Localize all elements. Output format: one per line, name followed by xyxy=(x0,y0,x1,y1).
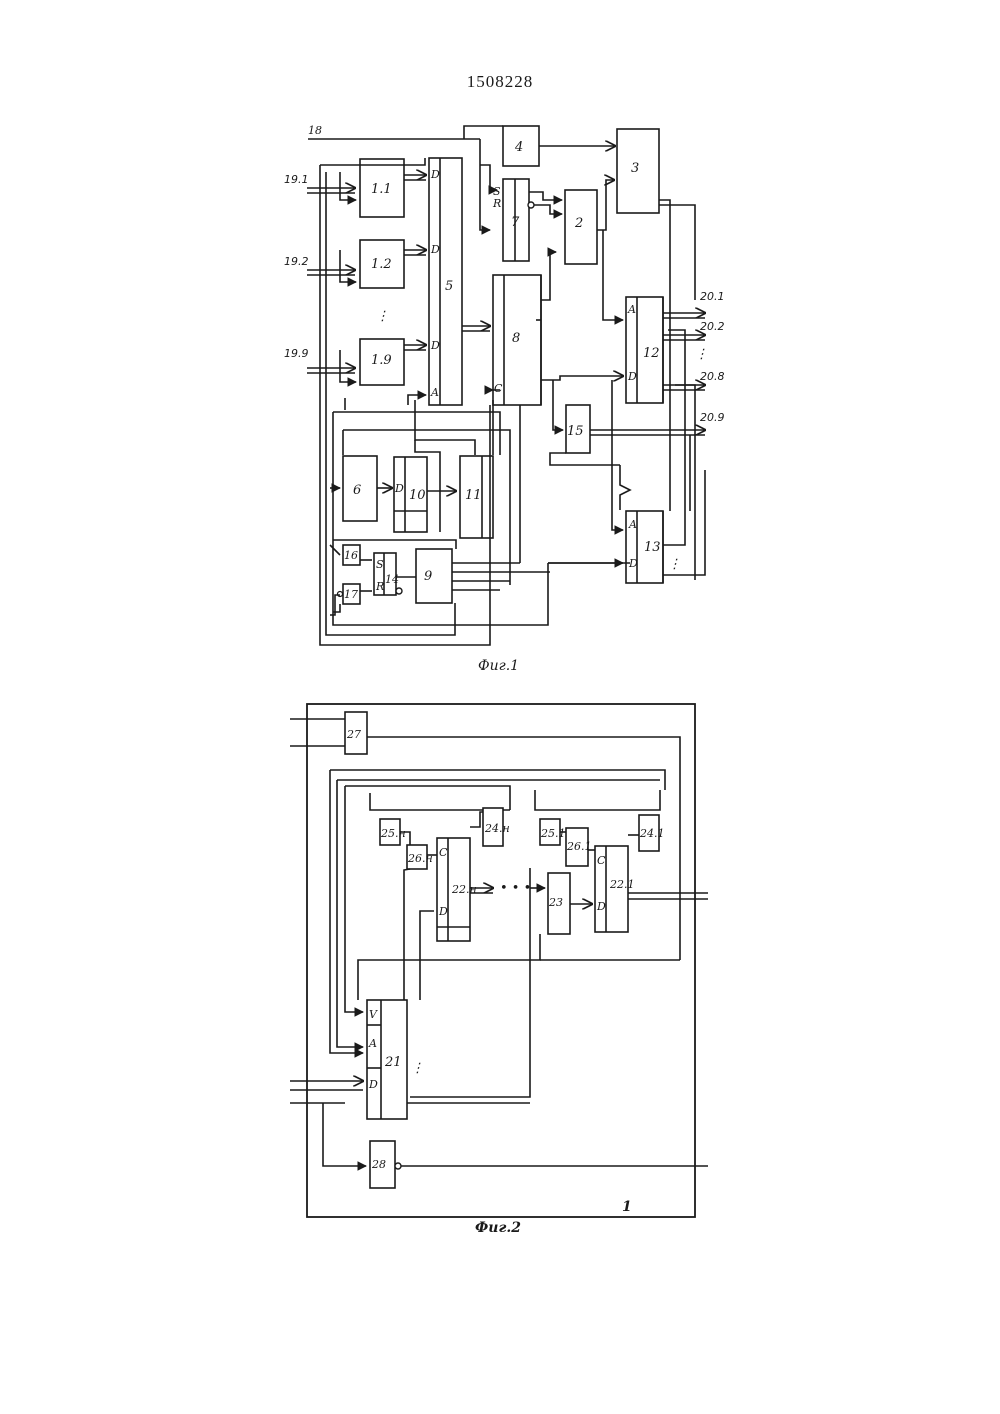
pin-13-A: A xyxy=(628,518,637,531)
signal-20-8-label: 20.8 xyxy=(700,370,725,383)
block-2-label: 2 xyxy=(574,216,583,231)
block-1-2-label: 1.2 xyxy=(371,257,392,272)
block-16-label: 16 xyxy=(344,549,358,562)
block-28-label: 28 xyxy=(371,1158,386,1171)
block-3-label: 3 xyxy=(631,161,639,176)
block-9-label: 9 xyxy=(424,569,432,584)
block-25-n-label: 25.н xyxy=(380,827,406,840)
block-9 xyxy=(416,549,452,603)
figure-1: 18 4 3 S R 7 2 1.1 1.2 ⋮ 1.9 19.1 19 xyxy=(284,124,725,674)
signal-19-9-label: 19.9 xyxy=(284,347,309,360)
pin-12-A: A xyxy=(627,303,636,316)
pin-21-V: V xyxy=(369,1008,378,1021)
pin-221-D: D xyxy=(596,900,606,913)
block-12-label: 12 xyxy=(643,346,660,361)
pin-22n-D: D xyxy=(438,905,448,918)
block-24-1-label: 24.1 xyxy=(639,827,665,840)
block-14-label: 14 xyxy=(385,573,399,586)
wire-7-to-2 xyxy=(534,205,562,214)
block-21-label: 21 xyxy=(384,1055,402,1070)
block-25-1-label: 25.1 xyxy=(540,827,566,840)
figure-1-caption: Фиг.1 xyxy=(478,658,519,674)
block-11-label: 11 xyxy=(465,488,482,503)
block-22-1-label: 22.1 xyxy=(609,878,635,891)
block-27-label: 27 xyxy=(346,728,361,741)
blocks-1-ellipsis: ⋮ xyxy=(376,309,389,324)
signal-20-9-label: 20.9 xyxy=(700,411,725,424)
pin-10-D: D xyxy=(394,482,404,495)
signal-18-label: 18 xyxy=(308,124,322,137)
block-21-ellipsis: ⋮ xyxy=(411,1061,424,1076)
block-1-9-label: 1.9 xyxy=(371,353,392,368)
block-13-label: 13 xyxy=(644,540,661,555)
wire-18-to-4 xyxy=(464,126,503,139)
pin-14-S: S xyxy=(376,558,384,571)
block-7-label: 7 xyxy=(511,215,520,230)
block-26-1-label: 26.1 xyxy=(566,840,592,853)
block-10-label: 10 xyxy=(409,488,426,503)
block-22-n-label: 22.н xyxy=(451,883,477,896)
signal-19-1-label: 19.1 xyxy=(284,173,309,186)
block-24-n-label: 24.н xyxy=(484,822,510,835)
pin-5-D1: D xyxy=(430,168,440,181)
fig2-frame-label: 1 xyxy=(622,1199,632,1215)
pin-8-C: C xyxy=(494,382,503,395)
pin-7-R: R xyxy=(492,197,501,210)
block-6-label: 6 xyxy=(353,483,361,498)
block-26-n-label: 26.н xyxy=(407,852,433,865)
block-13-ellipsis: ⋮ xyxy=(668,557,681,572)
signal-20-2-label: 20.2 xyxy=(700,320,725,333)
block-8-label: 8 xyxy=(512,331,520,346)
block-23-label: 23 xyxy=(548,896,563,909)
wire-2-to-3 xyxy=(597,180,614,230)
block-15-label: 15 xyxy=(567,424,584,439)
outputs-ellipsis: ⋮ xyxy=(695,347,708,362)
pin-22n-C: C xyxy=(439,846,448,859)
pin-21-D: D xyxy=(368,1078,378,1091)
wire-18-to-7R xyxy=(480,139,490,230)
block-1-1-label: 1.1 xyxy=(371,182,392,197)
pin-21-A: A xyxy=(368,1037,377,1050)
figure-2: 1 27 25.н 26.н 24.н C D 22.н • • • • xyxy=(290,704,708,1236)
block-4-label: 4 xyxy=(514,140,523,155)
pin-5-D3: D xyxy=(430,339,440,352)
block-5-label: 5 xyxy=(445,279,453,294)
pin-221-C: C xyxy=(597,854,606,867)
signal-20-1-label: 20.1 xyxy=(700,290,725,303)
pin-5-D2: D xyxy=(430,243,440,256)
pin-12-D: D xyxy=(627,370,637,383)
figure-2-caption: Фиг.2 xyxy=(475,1220,521,1236)
pin-5-A: A xyxy=(430,386,439,399)
signal-19-2-label: 19.2 xyxy=(284,255,309,268)
block-17-label: 17 xyxy=(344,588,358,601)
pin-14-R: R xyxy=(375,580,384,593)
